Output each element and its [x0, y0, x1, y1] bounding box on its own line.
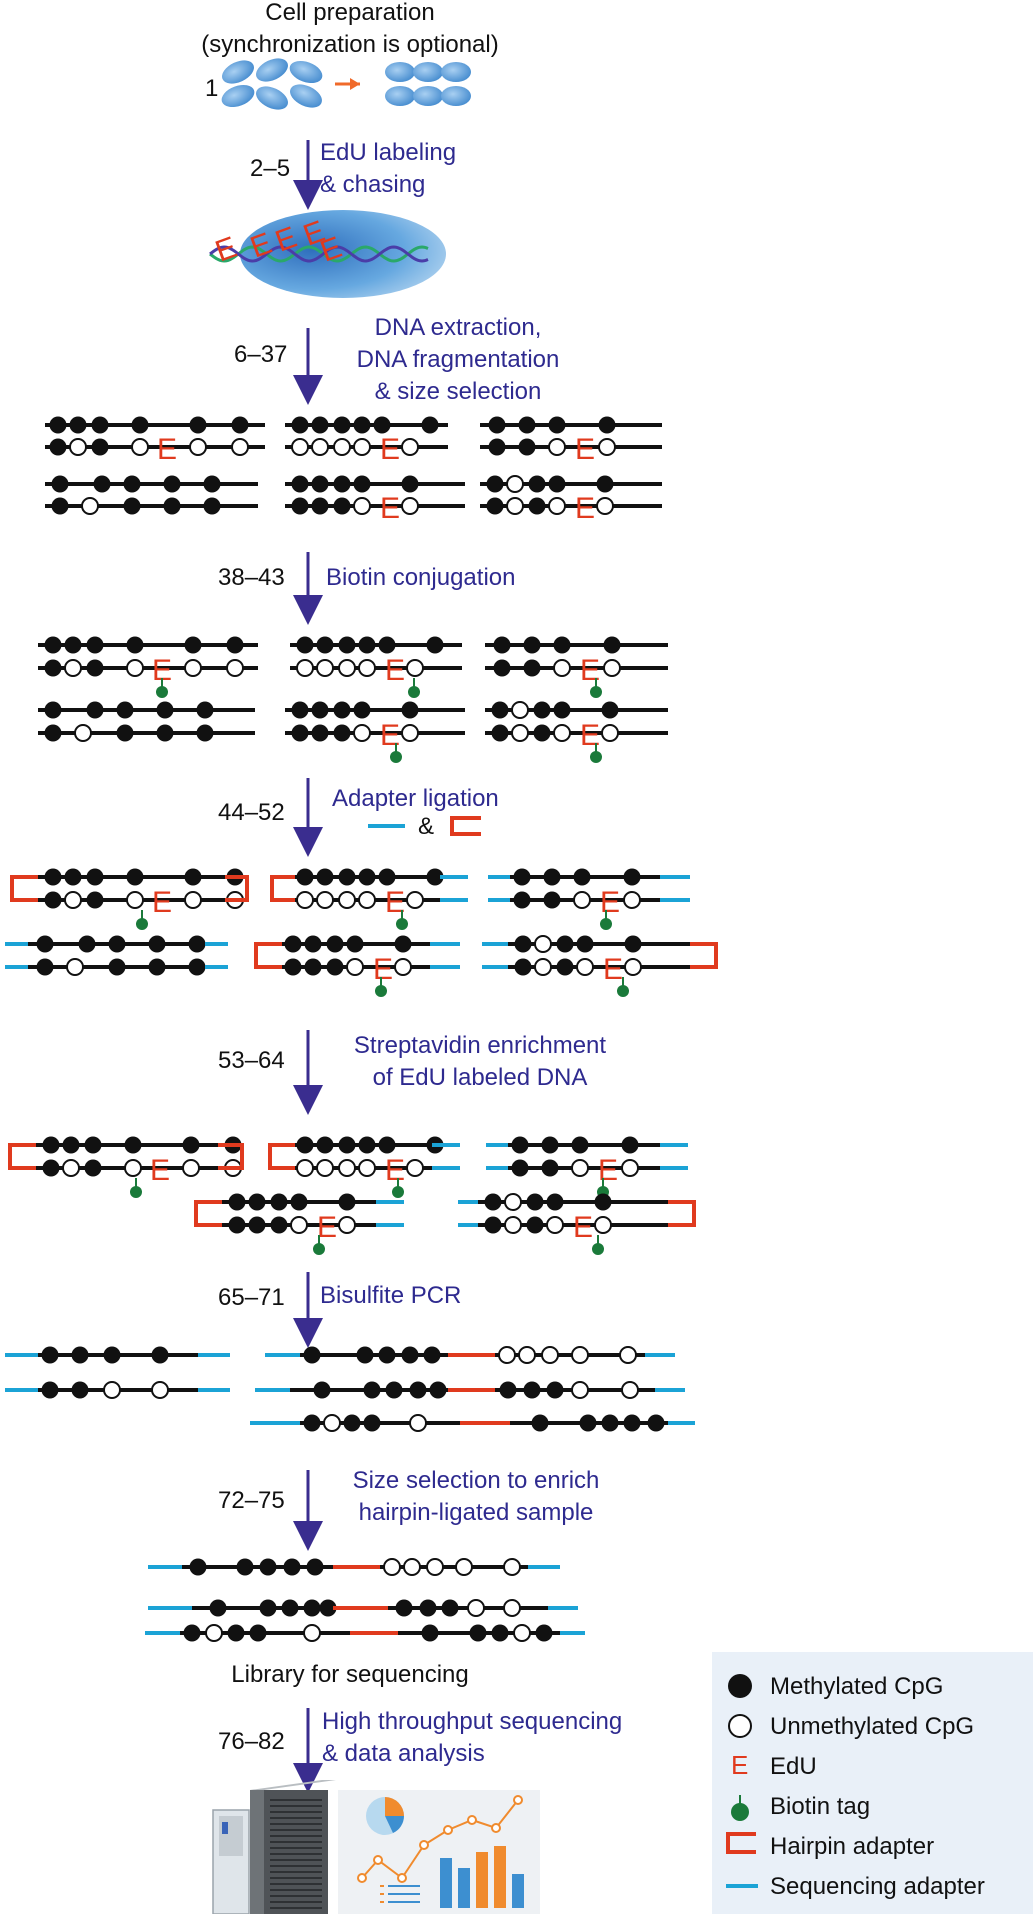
- step-6-37-label-3: & size selection: [375, 378, 542, 405]
- svg-text:E: E: [373, 953, 393, 986]
- step-44-52-label: Adapter ligation: [332, 785, 499, 812]
- svg-text:E: E: [603, 953, 623, 986]
- step-53-64-label-1: Streptavidin enrichment: [354, 1032, 606, 1059]
- svg-text:E: E: [600, 886, 620, 919]
- step-38-43-label: Biotin conjugation: [326, 564, 515, 591]
- svg-text:E: E: [157, 433, 177, 466]
- chart-icon: [338, 1790, 540, 1914]
- step-6-37-number: 6–37: [234, 341, 287, 368]
- svg-text:E: E: [385, 886, 405, 919]
- legend-biotin-swatch: [731, 1803, 749, 1821]
- svg-text:E: E: [150, 1154, 170, 1187]
- svg-text:E: E: [385, 654, 405, 687]
- legend-sequencing-label: Sequencing adapter: [770, 1873, 985, 1900]
- step-6-37-label-1: DNA extraction,: [375, 314, 542, 341]
- library-label: Library for sequencing: [231, 1661, 468, 1688]
- step-65-71-label: Bisulfite PCR: [320, 1282, 461, 1309]
- svg-text:E: E: [580, 719, 600, 752]
- title-line-2: (synchronization is optional): [201, 31, 498, 58]
- svg-text:E: E: [152, 886, 172, 919]
- legend-hairpin-swatch: [726, 1832, 756, 1854]
- legend-methylated-swatch: [728, 1674, 752, 1698]
- step-44-52-number: 44–52: [218, 799, 285, 826]
- step-76-82-number: 76–82: [218, 1728, 285, 1755]
- step-76-82-label-2: & data analysis: [322, 1740, 485, 1767]
- legend-edu-swatch: E: [731, 1750, 748, 1780]
- svg-text:E: E: [380, 492, 400, 525]
- svg-text:E: E: [211, 231, 241, 269]
- step-65-71-number: 65–71: [218, 1284, 285, 1311]
- title-line-1: Cell preparation: [265, 0, 434, 26]
- step-76-82-label-1: High throughput sequencing: [322, 1708, 622, 1735]
- legend-hairpin-label: Hairpin adapter: [770, 1833, 934, 1860]
- step-2-5-label-1: EdU labeling: [320, 139, 456, 166]
- svg-text:E: E: [598, 1154, 618, 1187]
- svg-text:E: E: [580, 654, 600, 687]
- step-44-52-amp: &: [418, 813, 434, 840]
- step-72-75-label-1: Size selection to enrich: [353, 1467, 600, 1494]
- legend: Methylated CpG Unmethylated CpG E EdU Bi…: [712, 1652, 1033, 1914]
- server-icon: [212, 1780, 336, 1914]
- legend-edu-label: EdU: [770, 1753, 817, 1780]
- step-72-75-number: 72–75: [218, 1487, 285, 1514]
- svg-text:E: E: [152, 654, 172, 687]
- step-53-64-label-2: of EdU labeled DNA: [373, 1064, 588, 1091]
- step-38-43-number: 38–43: [218, 564, 285, 591]
- legend-biotin-label: Biotin tag: [770, 1793, 870, 1820]
- step-2-5-label-2: & chasing: [320, 171, 425, 198]
- svg-text:E: E: [380, 433, 400, 466]
- legend-unmethylated-swatch: [728, 1714, 752, 1738]
- cell-icon: [221, 58, 471, 110]
- legend-unmethylated-label: Unmethylated CpG: [770, 1713, 974, 1740]
- step-6-37-label-2: DNA fragmentation: [357, 346, 560, 373]
- svg-text:E: E: [385, 1154, 405, 1187]
- svg-text:E: E: [573, 1211, 593, 1244]
- step-1-number: 1: [205, 75, 218, 102]
- svg-text:E: E: [575, 492, 595, 525]
- nucleus-dna-icon: E E E E E: [209, 210, 446, 298]
- step-53-64-number: 53–64: [218, 1047, 285, 1074]
- svg-text:E: E: [317, 1211, 337, 1244]
- step-72-75-label-2: hairpin-ligated sample: [359, 1499, 594, 1526]
- step-2-5-number: 2–5: [250, 155, 290, 182]
- legend-methylated-label: Methylated CpG: [770, 1673, 943, 1700]
- svg-text:E: E: [575, 433, 595, 466]
- svg-text:E: E: [380, 719, 400, 752]
